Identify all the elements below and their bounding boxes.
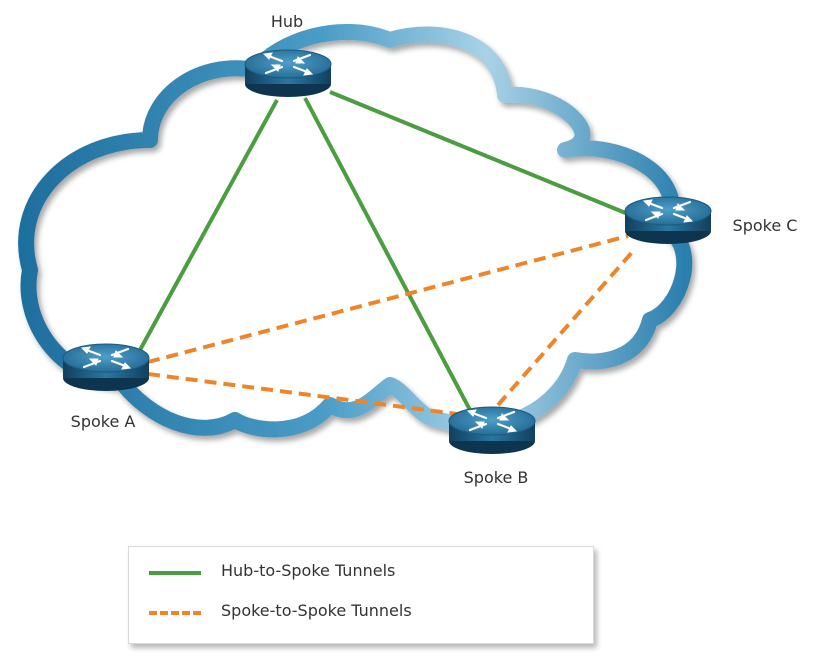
spoke-to-spoke-tunnels <box>147 234 636 417</box>
tunnel-spoke-b-spoke-c <box>496 248 636 407</box>
dashed-line-swatch <box>149 611 201 615</box>
tunnel-spoke-a-spoke-b <box>147 372 466 417</box>
tunnel-spoke-a-spoke-c <box>147 234 629 364</box>
spoke-b-label: Spoke B <box>464 468 529 487</box>
spoke-c-label: Spoke C <box>733 216 798 235</box>
legend-label: Hub-to-Spoke Tunnels <box>221 561 396 580</box>
tunnel-hub-spoke-a <box>138 99 279 351</box>
legend-label: Spoke-to-Spoke Tunnels <box>221 601 412 620</box>
router-icon <box>447 405 537 456</box>
hub-label: Hub <box>271 12 303 31</box>
tunnel-hub-spoke-b <box>303 97 472 411</box>
legend-item-hub-to-spoke: Hub-to-Spoke Tunnels <box>129 557 593 587</box>
solid-line-swatch <box>149 571 201 575</box>
router-icon <box>61 342 151 393</box>
legend-item-spoke-to-spoke: Spoke-to-Spoke Tunnels <box>129 597 593 627</box>
hub-to-spoke-tunnels <box>138 90 629 411</box>
tunnel-hub-spoke-c <box>329 90 629 216</box>
spoke-a-label: Spoke A <box>71 412 136 431</box>
legend: Hub-to-Spoke Tunnels Spoke-to-Spoke Tunn… <box>128 546 594 644</box>
router-icon <box>243 48 333 99</box>
router-icon <box>623 195 713 246</box>
